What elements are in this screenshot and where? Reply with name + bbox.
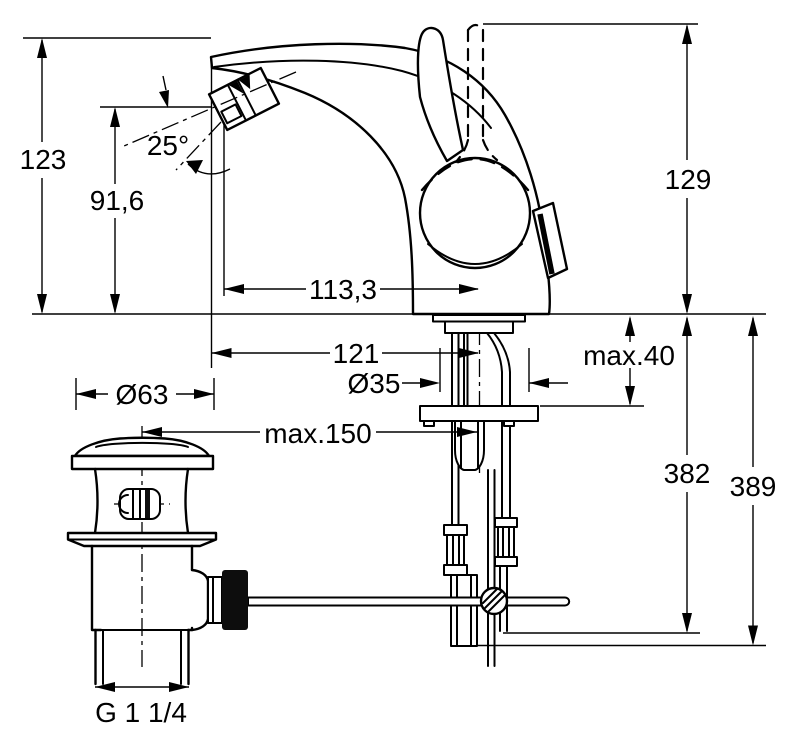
angle-arrowhead [186, 160, 203, 174]
waste-plug-dome [73, 436, 211, 458]
tailpiece-inner-walls [102, 629, 182, 685]
outlet-cylinder [207, 576, 223, 624]
popup-waste-assembly [66, 436, 248, 686]
left-fitting-bottom-band [443, 564, 468, 576]
mounting-flange [419, 405, 539, 422]
right-fitting-top-band [494, 517, 518, 528]
dimension-129-label: 129 [665, 164, 712, 195]
rod-clamp-screw [479, 586, 509, 616]
aerator-band-lines [226, 78, 257, 122]
lever-handle-solid [416, 26, 465, 163]
dimension-hole-35: Ø35 [348, 348, 568, 399]
left-hose-tube-walls [456, 574, 472, 647]
waste-valve-slot [145, 490, 150, 518]
left-hose-tube [450, 574, 478, 647]
dimension-123-label: 123 [20, 144, 67, 175]
dimension-389: 389 [730, 316, 777, 646]
dimension-hole-35-label: Ø35 [348, 368, 401, 399]
right-fitting-bottom-band [494, 556, 518, 567]
lever-handle-dashed-position [454, 23, 499, 164]
dimension-382: 382 [664, 316, 711, 633]
flange-tab-left [423, 420, 435, 427]
waste-plug-cap-line [95, 441, 189, 448]
tailpiece-outer-walls [94, 628, 190, 686]
dimension-382-label: 382 [664, 458, 711, 489]
handle-assembly [416, 23, 569, 280]
ball-inner-contour [427, 243, 523, 265]
dashed-lever-flare-left [454, 138, 470, 164]
dimension-waste-63: Ø63 [75, 378, 215, 410]
waste-top-flange [70, 454, 215, 471]
dimension-389-label: 389 [730, 471, 777, 502]
clamp-screw-hatching [482, 588, 506, 613]
aerator [207, 66, 281, 132]
waste-upper-body [93, 467, 190, 535]
waste-side-outlet [190, 568, 210, 632]
left-fitting-ribbed [446, 534, 465, 566]
left-fitting-ribs [452, 534, 460, 566]
lever-tip-thick-edge [537, 213, 555, 275]
jet-point-arrowhead [159, 90, 169, 108]
dimension-waste-63-label: Ø63 [116, 379, 169, 410]
popup-pull-rod [487, 469, 496, 667]
popup-horizontal-rod [247, 596, 571, 607]
dashed-lever-cap [466, 23, 485, 32]
dashed-lever-flare-right [481, 138, 499, 162]
base-block [444, 320, 514, 334]
dimension-max-40: max.40 [583, 316, 675, 406]
jet-point-stem [162, 75, 167, 91]
angle-annotation: 25° [123, 71, 297, 175]
reference-lines [23, 23, 766, 647]
angle-label: 25° [147, 130, 189, 161]
dimension-max-150: max.150 [142, 418, 477, 449]
flange-tab-right [503, 420, 515, 427]
knurled-nut [222, 570, 248, 630]
dimension-121: 121 [211, 338, 479, 369]
dimension-max-40-label: max.40 [583, 340, 675, 371]
dimension-113-3-label: 113,3 [309, 274, 377, 305]
aerator-shade-left [229, 81, 244, 94]
waste-valve-bars [132, 489, 141, 519]
angle-reference-centerline [175, 121, 222, 171]
aerator-mouth [220, 103, 243, 125]
ball-joint [418, 156, 532, 270]
dimension-129: 129 [665, 24, 712, 314]
right-fitting-ribs [502, 526, 510, 558]
aerator-shade-right [238, 74, 251, 90]
dimension-91-6: 91,6 [90, 107, 145, 314]
right-supply-hose-outer [486, 332, 503, 519]
left-fitting-top-band [443, 524, 468, 536]
dimension-thread-g114-label: G 1 1/4 [95, 697, 187, 728]
lever-tip-side-view [531, 201, 569, 280]
valve-rods [463, 332, 469, 407]
dimension-thread-g114: G 1 1/4 [95, 682, 189, 728]
dimension-121-label: 121 [333, 338, 380, 369]
base-and-plumbing [247, 314, 571, 667]
waste-valve-half-moon [118, 494, 129, 514]
right-fitting-ribbed [497, 526, 515, 558]
dimension-113-3: 113,3 [224, 274, 479, 305]
faucet-body-inner-contour [213, 59, 492, 129]
right-supply-hose-inner [493, 332, 511, 519]
dimension-123: 123 [20, 38, 67, 314]
dimension-91-6-label: 91,6 [90, 185, 145, 216]
dimension-max-150-label: max.150 [264, 418, 371, 449]
